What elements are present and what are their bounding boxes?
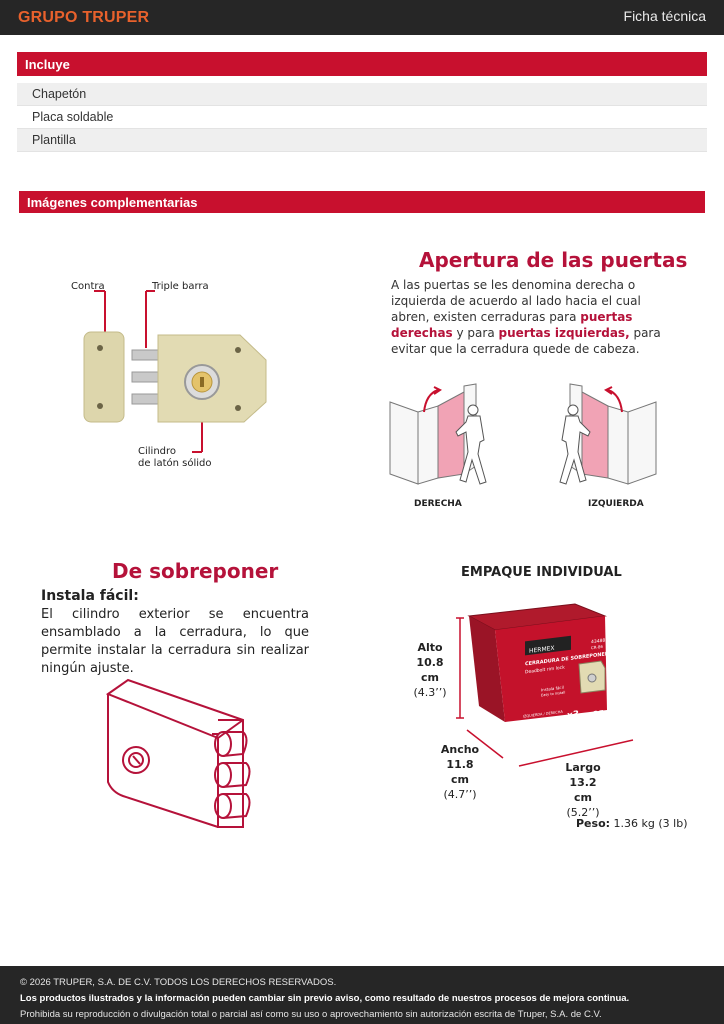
door-derecha-illustration — [389, 383, 487, 485]
box-code-text: 43488 — [591, 638, 605, 646]
peso-label: Peso: — [576, 817, 611, 830]
package-box-illustration: HERMEX CERRADURA DE SOBREPONER Deadbolt … — [456, 603, 634, 767]
box-x3-text: x3 — [567, 710, 579, 721]
box-model-text: CR-86 — [591, 644, 603, 650]
footer-notice: Los productos ilustrados y la informació… — [20, 993, 630, 1004]
dim-alto: Alto 10.8 cm (4.3’’) — [408, 640, 452, 700]
lock-product-illustration — [83, 290, 267, 453]
box-instala-text: Instala fácil — [541, 685, 564, 693]
dim-largo-in: (5.2’’) — [566, 806, 600, 819]
imagenes-section-title: Imágenes complementarias — [19, 191, 705, 213]
label-izquierda: IZQUIERDA — [588, 499, 644, 509]
box-brand-text: HERMEX — [529, 645, 555, 655]
dim-ancho-cm: 11.8 cm — [446, 758, 474, 786]
label-triple-barra: Triple barra — [152, 281, 209, 292]
door-izquierda-illustration — [559, 383, 657, 485]
dim-alto-cm: 10.8 cm — [416, 656, 444, 684]
dim-largo-label: Largo — [565, 761, 601, 774]
dim-ancho: Ancho 11.8 cm (4.7’’) — [438, 742, 482, 802]
apertura-text-part: para evitar que la cerradura quede de ca… — [391, 326, 661, 356]
footer-prohibition: Prohibida su reproducción o divulgación … — [20, 1009, 602, 1020]
box-subtitle-text: Deadbolt rim lock — [525, 664, 565, 675]
dim-largo: Largo 13.2 cm (5.2’’) — [560, 760, 606, 820]
label-cilindro: Cilindro — [138, 446, 177, 457]
peso-info: Peso: 1.36 kg (3 lb) — [576, 817, 688, 830]
apertura-text-part: y para — [452, 326, 499, 340]
doc-type-label: Ficha técnica — [623, 8, 706, 24]
incluye-section-title: Incluye — [17, 52, 707, 76]
empaque-title: EMPAQUE INDIVIDUAL — [461, 565, 622, 580]
dim-ancho-label: Ancho — [440, 743, 480, 756]
peso-value: 1.36 kg (3 lb) — [613, 817, 688, 830]
label-contra: Contra — [71, 281, 105, 292]
apertura-title: Apertura de las puertas — [419, 248, 688, 272]
label-laton-solido: de latón sólido — [138, 458, 212, 469]
apertura-description: A las puertas se les denomina derecha o … — [391, 277, 661, 357]
highlight-puertas-derechas: puertas derechas — [391, 310, 633, 340]
top-bar: GRUPO TRUPER Ficha técnica — [0, 0, 724, 35]
label-derecha: DERECHA — [414, 499, 462, 509]
box-easy-text: Easy to install — [541, 690, 565, 697]
sobreponer-title: De sobreponer — [112, 559, 279, 583]
box-security-text: MÁXIMA SEGURIDAD — [523, 717, 559, 726]
dim-alto-in: (4.3’’) — [413, 686, 447, 699]
footer: © 2026 TRUPER, S.A. DE C.V. TODOS LOS DE… — [0, 966, 724, 1024]
list-item: Plantilla — [17, 129, 707, 152]
apertura-text-part: A las puertas se les denomina derecha o … — [391, 278, 641, 324]
list-item: Chapetón — [17, 83, 707, 106]
list-item: Placa soldable — [17, 106, 707, 129]
dim-largo-cm: 13.2 cm — [569, 776, 597, 804]
box-years-text: 25 — [593, 709, 605, 719]
footer-copyright: © 2026 TRUPER, S.A. DE C.V. TODOS LOS DE… — [20, 977, 337, 988]
instala-facil-subtitle: Instala fácil: — [41, 588, 139, 604]
brand-logo: GRUPO TRUPER — [18, 9, 150, 26]
incluye-list: Chapetón Placa soldable Plantilla — [17, 83, 707, 152]
dim-alto-label: Alto — [417, 641, 443, 654]
lock-line-art-illustration — [105, 678, 251, 828]
dim-ancho-in: (4.7’’) — [443, 788, 477, 801]
box-side-text: IZQUIERDA / DERECHA — [523, 710, 563, 719]
sobreponer-description: El cilindro exterior se encuentra ensamb… — [41, 607, 309, 676]
highlight-puertas-izquierdas: puertas izquierdas, — [498, 326, 630, 340]
